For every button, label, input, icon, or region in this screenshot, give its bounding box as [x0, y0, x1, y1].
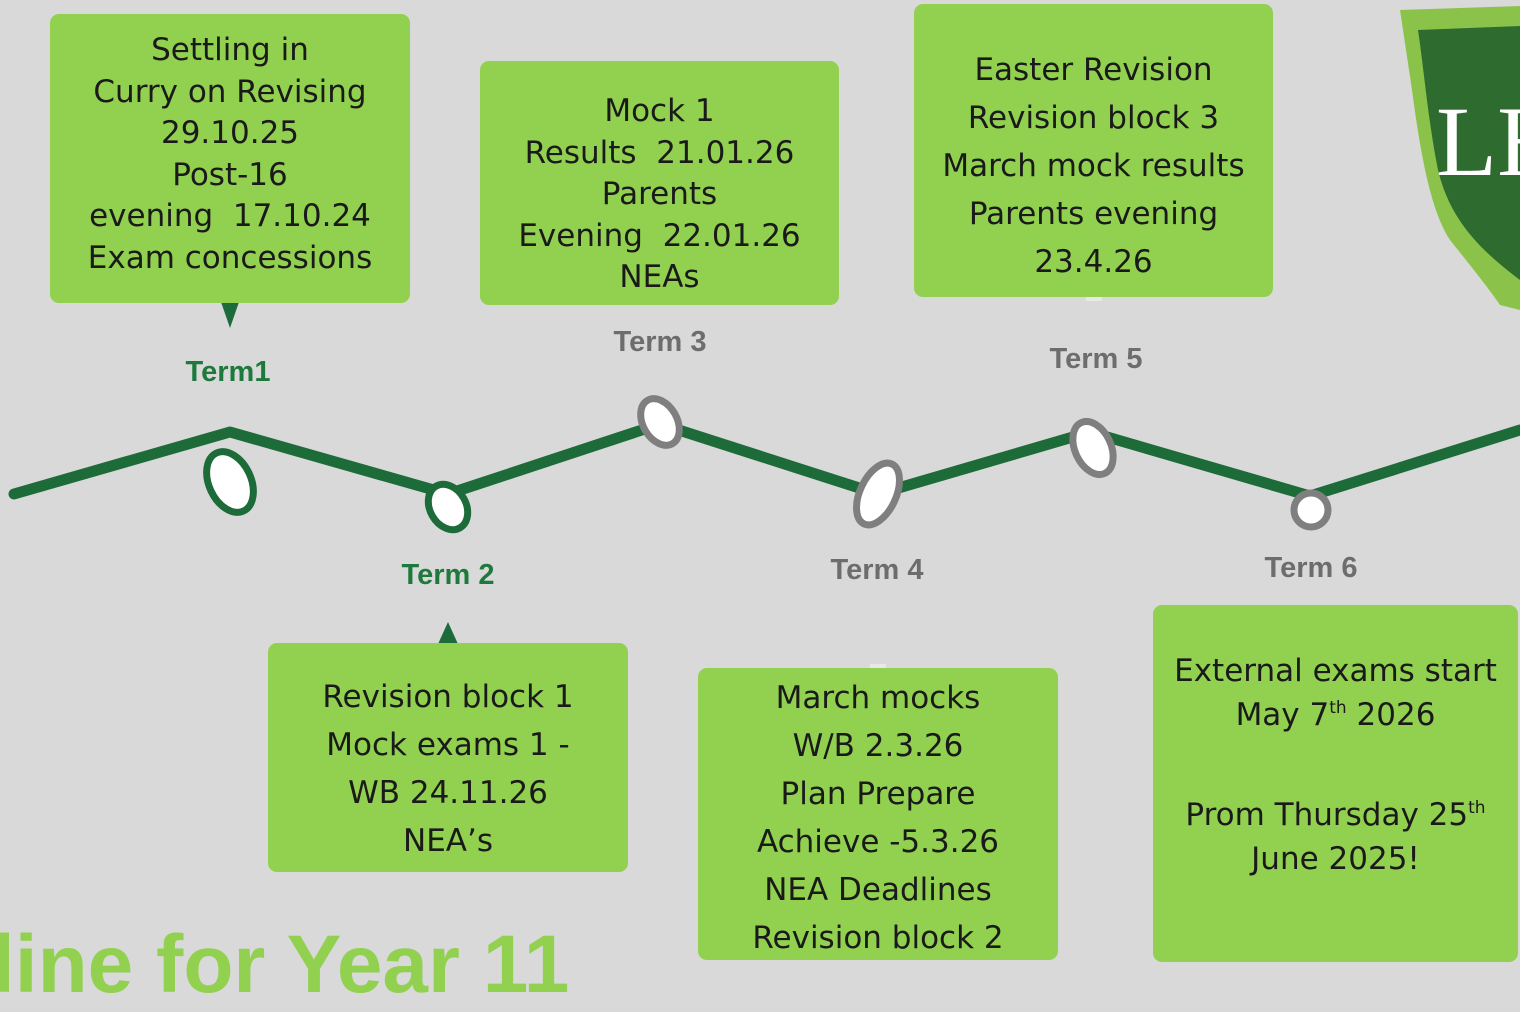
term-4-line: Achieve -5.3.26 [756, 824, 1000, 860]
term-1-line: Post-16 [172, 156, 288, 193]
marker-term6 [1290, 489, 1332, 531]
term-6-line: Prom Thursday 25th [1185, 793, 1485, 837]
term-5-box: Easter Revision Revision block 3 March m… [914, 4, 1273, 297]
marker-term5 [1069, 418, 1117, 478]
term-3-line: NEAs [619, 259, 700, 295]
term-2-line: Revision block 1 [322, 679, 574, 715]
term-5-line: March mock results [942, 148, 1245, 184]
term-1-line: Settling in [151, 32, 309, 68]
term-6-text: May 7 [1235, 697, 1330, 733]
marker-term3 [637, 395, 683, 449]
term-4-label: Term 4 [830, 554, 924, 586]
term-6-text: 2026 [1346, 697, 1436, 733]
term-2-line: WB 24.11.26 [348, 775, 548, 811]
term-1-line: Curry on Revising [93, 73, 367, 110]
term-5-line: Revision block 3 [967, 100, 1220, 136]
term-5-label: Term 5 [1049, 343, 1143, 375]
ordinal-suffix: th [1329, 698, 1347, 718]
pointer-term1 [221, 302, 239, 328]
timeline-line [8, 418, 1520, 502]
term-2-label: Term 2 [401, 559, 495, 591]
term-1-line: evening 17.10.24 [89, 198, 371, 234]
term-1-line: Exam concessions [87, 239, 373, 276]
slide-title-fragment: line for Year 11 [0, 919, 570, 1010]
pointer-term5 [1086, 296, 1102, 301]
pointer-term4 [870, 664, 886, 669]
term-3-box: Mock 1 Results 21.01.26 Parents Evening … [480, 61, 839, 305]
term-6-label: Term 6 [1264, 552, 1358, 584]
term-3-label: Term 3 [613, 326, 707, 358]
term-4-line: March mocks [775, 680, 981, 716]
term-3-line: Parents [601, 176, 718, 212]
term-6-line: External exams start [1174, 653, 1497, 689]
term-4-box: March mocks W/B 2.3.26 Plan Prepare Achi… [698, 668, 1058, 960]
term-3-line: Mock 1 [604, 93, 715, 129]
timeline-graphic: LH [8, 6, 1520, 669]
term-4-line: Plan Prepare [780, 776, 976, 812]
marker-term2 [424, 480, 472, 534]
term-6-line: May 7th 2026 [1236, 693, 1436, 737]
term-3-line: Evening 22.01.26 [518, 217, 801, 254]
term-5-line: 23.4.26 [1034, 244, 1153, 280]
term-1-label: Term1 [185, 356, 271, 388]
term-2-line: NEA’s [403, 823, 493, 859]
marker-term4 [853, 459, 903, 529]
term-4-line: NEA Deadlines [764, 872, 992, 908]
term-3-line: Results 21.01.26 [524, 134, 795, 171]
ordinal-suffix: th [1468, 798, 1486, 818]
term-4-line: W/B 2.3.26 [792, 728, 964, 764]
term-1-box: Settling in Curry on Revising 29.10.25 P… [50, 14, 410, 303]
pointer-term2 [438, 622, 458, 644]
school-logo: LH [1400, 6, 1520, 310]
term-4-line: Revision block 2 [752, 920, 1004, 956]
term-6-line: June 2025! [1251, 841, 1420, 877]
term-6-box: External exams start May 7th 2026 Prom T… [1153, 605, 1518, 962]
marker-term1 [203, 448, 257, 516]
term-6-text: Prom Thursday 25 [1185, 797, 1469, 833]
term-2-box: Revision block 1 Mock exams 1 - WB 24.11… [268, 643, 628, 872]
logo-letters: LH [1436, 86, 1520, 197]
term-5-line: Parents evening [968, 196, 1219, 232]
term-5-line: Easter Revision [974, 52, 1213, 88]
term-1-line: 29.10.25 [160, 115, 300, 151]
term-2-line: Mock exams 1 - [326, 727, 570, 763]
